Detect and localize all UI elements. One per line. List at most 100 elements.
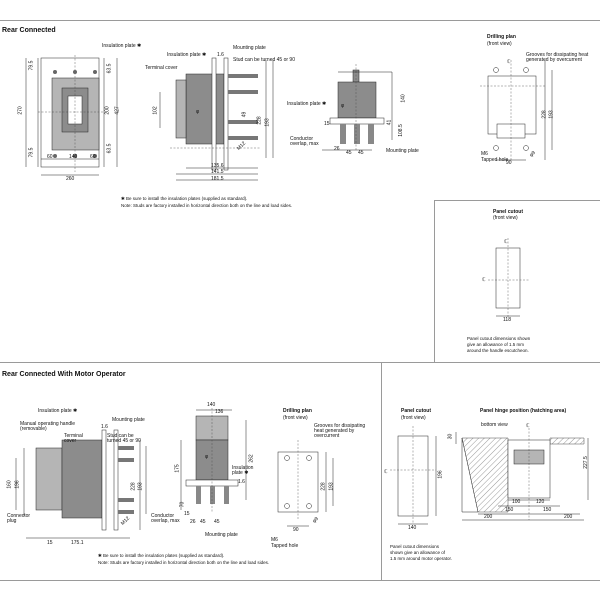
dim-label: ℂ (482, 277, 486, 283)
motor-rearview-mounting-plate-label: Mounting plate (205, 532, 238, 538)
dim-label: 60 (90, 154, 96, 160)
section-divider-bottom (0, 580, 600, 581)
rear-footnote-2: Note: Studs are factory installed in hor… (121, 203, 293, 208)
motor-rearview-insulation-label: Insulation plate ✱ (232, 465, 254, 476)
dim-label: 45 (200, 519, 206, 525)
section-divider-top (0, 20, 600, 21)
motor-insulation-label: Insulation plate ✱ (38, 408, 78, 414)
motor-panel-note-3: 1.5 mm around motor operator. (390, 556, 453, 561)
dim-label: 136 (215, 409, 224, 415)
panel-cutout-note-3: around the handle escutcheon. (467, 348, 529, 353)
panel-cutout-title: Panel cutout (493, 209, 524, 215)
motor-panel-cutout-subtitle: (front view) (401, 415, 426, 421)
rearview-mounting-plate-label: Mounting plate (386, 148, 419, 154)
dim-label: 90 (293, 527, 299, 533)
dim-label: φ (196, 109, 200, 115)
dim-label: 141.5 (211, 169, 224, 175)
drilling-subtitle: (front view) (487, 41, 512, 47)
side-terminal-cover-label: Terminal cover (145, 65, 178, 71)
dim-label: 1.6 (217, 52, 224, 58)
dim-label: 15 (184, 511, 190, 517)
motor-footnote-1: ✱ Be sure to install the insulation plat… (98, 553, 225, 558)
motor-rearview-conductor-label: Conductor overlap, max (151, 513, 180, 524)
dim-label: 140 (207, 402, 216, 408)
dim-label: ℂ (384, 469, 388, 475)
motor-mounting-plate-label: Mounting plate (112, 417, 145, 423)
dim-label: 100 (512, 499, 521, 505)
dim-label: 90 (506, 160, 512, 166)
dim-label: 200 (564, 514, 573, 520)
dim-label: 150 (543, 507, 552, 513)
dim-label: 1.6 (238, 479, 245, 485)
section-divider-motor-vertical (381, 362, 382, 580)
dim-label: 30 (447, 433, 454, 440)
rear-front-insulation-label: Insulation plate ✱ (102, 43, 142, 49)
dim-label: 175.1 (71, 540, 84, 546)
motor-drilling-subtitle: (front view) (283, 415, 308, 421)
dim-label: 45 (214, 519, 220, 525)
dim-label: 150 (505, 507, 514, 513)
rearview-insulation-label: Insulation plate ✱ (287, 101, 327, 107)
dim-label: 26 (334, 146, 340, 152)
dim-label: ℂ (507, 59, 511, 65)
motor-footnote-2: Note: Studs are factory installed in hor… (98, 560, 270, 565)
motor-panel-note-1: Panel cutout dimensions (390, 544, 440, 549)
dim-label: 200 (484, 514, 493, 520)
side-stud-note: Stud can be turned 45 or 90 (233, 57, 295, 63)
panel-cutout-note-1: Panel cutout dimensions shown (467, 336, 531, 341)
dim-label: 135.6 (211, 163, 224, 169)
rearview-conductor-label: Conductor overlap, max (290, 136, 319, 147)
motor-drilling-m6-label: M6 (271, 537, 278, 543)
section-divider-motor (0, 362, 600, 363)
dim-label: 15 (324, 121, 330, 127)
dim-label: φ (341, 103, 345, 109)
drilling-title: Drilling plan (487, 34, 516, 40)
panel-cutout-note-2: give an allowance of 1.5 mm (467, 342, 525, 347)
dim-label: 26 (190, 519, 196, 525)
dim-label: 45 (358, 150, 364, 156)
dim-label: ℂ (504, 239, 508, 245)
drilling-grooves-label: Grooves for dissipating heat generated b… (526, 52, 589, 63)
dim-label: 140 (408, 525, 417, 531)
motor-drilling-grooves-label: Grooves for dissipating heat generated b… (314, 423, 366, 439)
hinge-bottom-view-label: bottom view (481, 422, 508, 428)
dim-label: 60 (47, 154, 53, 160)
motor-connector-label: Connector plug (7, 513, 31, 524)
panel-cutout-divider (434, 200, 435, 362)
dim-label: 227.5 (582, 456, 589, 469)
dim-label: φ (205, 454, 209, 460)
motor-panel-cutout-title: Panel cutout (401, 408, 432, 414)
dim-label: 118 (503, 317, 511, 323)
dim-label: 140 (69, 154, 78, 160)
hinge-title: Panel hinge position (hatching area) (480, 408, 567, 414)
panel-cutout-top-rule (434, 200, 600, 201)
dim-label: 45 (346, 150, 352, 156)
dim-label: ℂ (526, 423, 530, 429)
drilling-m6-label: M6 (481, 151, 488, 157)
section-title-rear: Rear Connected (2, 27, 56, 34)
drilling-tapped-label: Tapped hole (481, 157, 509, 163)
panel-cutout-subtitle: (front view) (493, 215, 518, 221)
dim-label: 1.6 (101, 424, 108, 430)
motor-terminal-cover-label: Terminal cover (64, 433, 83, 444)
rear-footnote-1: ✱ Be sure to install the insulation plat… (121, 196, 248, 201)
motor-drilling-title: Drilling plan (283, 408, 312, 414)
side-mounting-plate-label: Mounting plate (233, 45, 266, 51)
dim-label: 120 (536, 499, 545, 505)
section-title-motor: Rear Connected With Motor Operator (2, 371, 126, 378)
motor-panel-note-2: shown give an allowance of (390, 550, 446, 555)
dim-label: 15 (47, 540, 53, 546)
side-insulation-label: Insulation plate ✱ (167, 52, 207, 58)
dim-label: 181.5 (211, 176, 224, 182)
motor-drilling-tapped-label: Tapped hole (271, 543, 299, 549)
